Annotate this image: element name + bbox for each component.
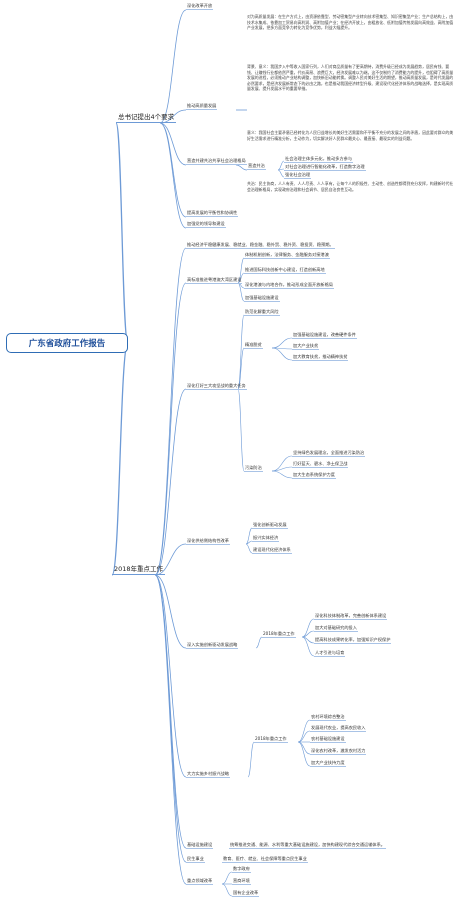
node-key-reform-item-2[interactable]: 营商环境 [232,878,251,886]
connector [154,574,187,649]
node-innovation-item-3[interactable]: 提高科技成果转化率，加强知识产权保护 [314,637,392,645]
node-rural-2018[interactable]: 2018年重点工作 [254,736,288,744]
text-reform-detail: 对为高质量发展：在生产方式上，由资源依靠型、劳动密集型产业转向技术密集型、知识密… [247,14,454,31]
node-rural-item-2[interactable]: 发展现代农业，提高农民收入 [310,725,367,733]
connector [237,314,245,390]
node-gba-item-1[interactable]: 体制机制创新，法律服务、金融服务对接港澳 [244,252,330,260]
connector [221,883,233,897]
node-three-battles[interactable]: 深化打好三大攻坚战的重大任务 [186,383,247,391]
node-gba-item-4[interactable]: 加强基础设施建设 [244,295,280,303]
node-strengthen-governance[interactable]: 强化社会治理 [284,172,312,180]
node-rural-item-3[interactable]: 农村基础设施建设 [310,736,346,744]
node-innovation-2018[interactable]: 2018年重点工作 [262,631,296,639]
connector [154,282,187,576]
node-co-govern[interactable]: 营造共治 [247,163,266,171]
connector [237,347,245,390]
node-greater-bay-area[interactable]: 高标准推进粤港澳大湾区建设 [186,277,243,285]
connector [247,741,255,778]
connector [301,636,315,657]
branch-2018-work[interactable]: 2018年重点工作 [112,565,166,575]
node-key-reform-item-1[interactable]: 数字政府 [232,866,251,874]
connector [154,574,187,885]
node-infrastructure-text: 统筹推进交通、能源、水利等重大基础设施建设，加快构建现代综合交通运输体系。 [229,842,386,850]
root-node[interactable]: 广东省政府工作报告 [6,333,128,353]
connector [159,122,187,166]
node-rural-item-5[interactable]: 加大产业扶持力度 [310,760,346,768]
node-innovation-item-2[interactable]: 加大对基础研究的投入 [314,625,358,633]
connector [245,543,253,554]
connector [297,741,311,755]
node-infrastructure[interactable]: 基础设施建设 [186,842,214,850]
node-poverty-item-1[interactable]: 加强基础设施建设，改善硬件条件 [292,332,357,340]
node-innovation-item-1[interactable]: 深化科技体制改革，完善创新体系建设 [314,613,388,621]
connector [255,636,263,649]
node-gba-item-3[interactable]: 深化港澳与内地合作，推动形成全面开放新格局 [244,282,334,290]
connector [301,618,315,638]
node-balance[interactable]: 提高发展的平衡性和协调性 [186,210,239,218]
node-poverty-item-2[interactable]: 加大产业扶贫 [292,343,320,351]
node-pollution-item-3[interactable]: 加大生态系统保护力度 [292,472,336,480]
connector [154,574,187,778]
node-supply-item-2[interactable]: 振兴实体经济 [252,535,280,543]
text-co-govern-detail: 共治：民主协商，人人有责、人人尽责、人人享有，让每个人的积极性、主动性、创造性都… [247,181,454,192]
connector [277,169,285,178]
connector [237,272,245,284]
connector [245,527,253,545]
node-innovation[interactable]: 深入实施创新驱动发展战略 [186,642,239,650]
text-high-quality-detail: 背景、意义：我国步入中等收入国家行列，人们对商品质量有了更高期待，消费升级已经成… [247,64,454,92]
node-rural-revitalization[interactable]: 大力实施乡村振兴战略 [186,771,230,779]
node-key-reform[interactable]: 重点领域改革 [186,878,214,886]
connector [111,342,129,576]
node-livelihood[interactable]: 民生事业 [186,856,205,864]
node-supply-item-3[interactable]: 建设现代化经济体系 [252,547,292,555]
node-pollution-item-1[interactable]: 坚持绿色发展理念，全面推进污染防治 [292,450,366,458]
node-deepen-reform[interactable]: 深化改革开放 [186,3,214,11]
node-poverty[interactable]: 精准脱贫 [244,342,263,350]
connector [159,122,187,218]
node-smart-governance[interactable]: 对社会治理进行智能化改革，打造数字治理 [284,164,366,172]
node-stable-economy[interactable]: 推动经济平稳健康发展、稳就业、稳金融、稳外贸、稳外资、稳投资、稳预期。 [186,242,335,250]
connector [221,871,233,885]
node-livelihood-text: 教育、医疗、就业、社会保障等重点民生事业 [222,856,308,864]
node-risk-prevention[interactable]: 防范化解重大风险 [244,309,280,317]
connector [297,730,311,743]
connector [159,122,187,229]
connector [301,630,315,638]
node-rural-item-1[interactable]: 农村环境综合整治 [310,714,346,722]
connector [297,719,311,743]
node-gba-item-2[interactable]: 推进国际科技创新中心建设，打造创新高地 [244,267,326,275]
connector [235,164,248,171]
node-pollution[interactable]: 污染防治 [244,465,263,473]
node-supply-item-1[interactable]: 强化创新驱动发展 [252,522,288,530]
connector [115,122,129,344]
connector [154,574,187,863]
connector [271,470,293,479]
node-supply-reform[interactable]: 深化供给侧结构性改革 [186,538,230,546]
node-party-leadership[interactable]: 加强党的领导和建设 [186,221,226,229]
connector [154,388,187,576]
node-key-reform-item-3[interactable]: 国有企业改革 [232,890,260,898]
node-pollution-item-2[interactable]: 打好蓝天、碧水、净土保卫战 [292,461,349,469]
connector [159,9,187,124]
node-poverty-item-3[interactable]: 加大教育扶贫，推动精神扶贫 [292,354,349,362]
connector [271,455,293,472]
node-innovation-item-4[interactable]: 人才引进与培育 [314,650,346,658]
connector [297,741,311,767]
text-governance-detail: 意义：我国社会主要矛盾已经转化为人民日益增长的美好生活需要和不平衡不充分的发展之… [247,130,454,141]
connector [237,388,245,472]
node-high-quality[interactable]: 推动高质量发展 [186,103,218,111]
node-governance[interactable]: 营造共建共治共享社会治理格局 [186,158,247,166]
branch-four-requirements[interactable]: 总书记提出4个要求 [116,113,177,123]
node-rural-item-4[interactable]: 深化农村改革，激发农村活力 [310,748,367,756]
node-diverse-subjects[interactable]: 社会治理主体多元化，推动多方参与 [284,156,354,164]
connector [154,247,187,576]
connector [271,347,293,361]
connector [237,257,245,284]
connector [271,337,293,349]
